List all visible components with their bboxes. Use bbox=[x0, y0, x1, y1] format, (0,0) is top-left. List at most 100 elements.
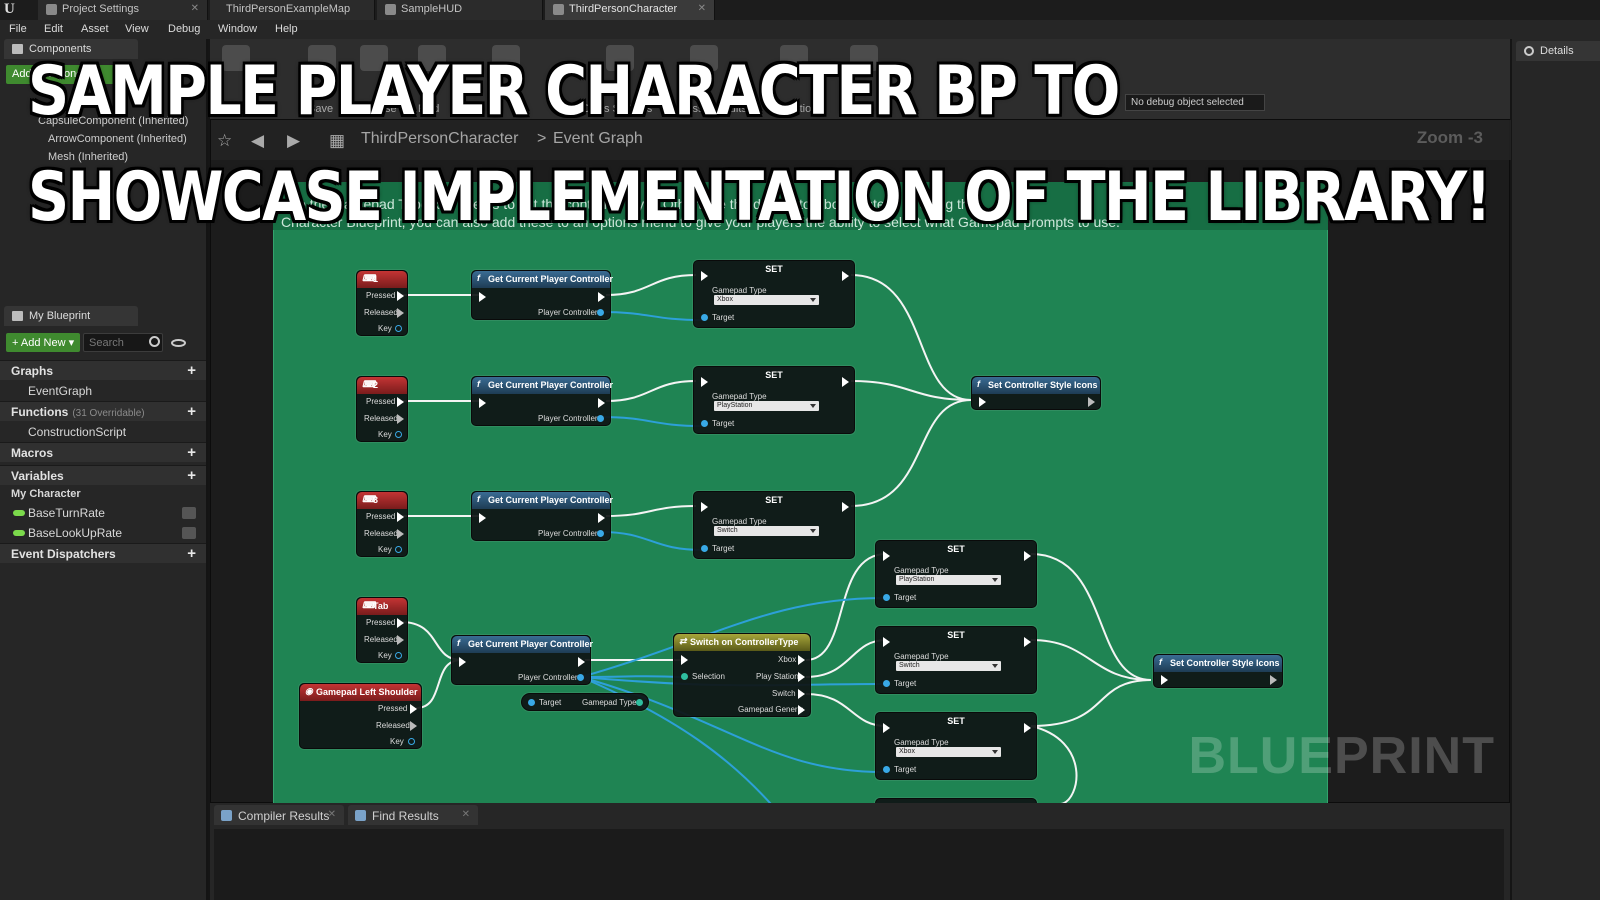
close-icon[interactable]: ✕ bbox=[697, 3, 706, 14]
event-graph-item[interactable]: EventGraph bbox=[28, 384, 93, 398]
exec-pin[interactable] bbox=[883, 551, 890, 561]
add-component-button[interactable]: Add Component bbox=[6, 65, 116, 84]
play-button[interactable] bbox=[850, 45, 878, 71]
node-gamepad-type-getter[interactable]: Target Gamepad Type bbox=[521, 693, 649, 711]
tree-item-capsule[interactable]: CapsuleComponent (Inherited) bbox=[38, 115, 189, 127]
exec-pin[interactable] bbox=[397, 308, 404, 318]
star-icon[interactable]: ☆ bbox=[217, 131, 233, 150]
forward-arrow-icon[interactable]: ▶ bbox=[287, 131, 301, 150]
exec-pin[interactable] bbox=[681, 655, 688, 665]
debug-object-select[interactable]: No debug object selected bbox=[1125, 94, 1265, 111]
save-button[interactable] bbox=[308, 45, 336, 71]
node-key-1[interactable]: ⌨1 Pressed Released Key bbox=[356, 270, 408, 336]
exec-pin[interactable] bbox=[459, 657, 466, 667]
node-gamepad-left-shoulder[interactable]: ◉Gamepad Left Shoulder Pressed Released … bbox=[299, 683, 422, 749]
add-variable-icon[interactable]: + bbox=[187, 467, 196, 484]
gamepad-type-dropdown[interactable]: Switch bbox=[714, 526, 819, 536]
search-input[interactable]: Search bbox=[83, 333, 163, 352]
exec-pin[interactable] bbox=[578, 657, 585, 667]
unreal-logo-icon[interactable]: U bbox=[4, 1, 15, 17]
data-pin[interactable] bbox=[395, 325, 402, 332]
exec-pin[interactable] bbox=[842, 377, 849, 387]
exec-pin[interactable] bbox=[701, 271, 708, 281]
exec-pin[interactable] bbox=[798, 672, 805, 682]
gamepad-type-dropdown[interactable]: PlayStation bbox=[896, 575, 1001, 585]
diff-button[interactable] bbox=[492, 45, 520, 71]
variable-baseturnrate[interactable]: BaseTurnRate bbox=[0, 503, 206, 523]
data-pin[interactable] bbox=[395, 652, 402, 659]
node-set-gamepad-type[interactable]: SET Gamepad Type PlayStation Target bbox=[693, 366, 855, 434]
tree-item-mesh[interactable]: Mesh (Inherited) bbox=[48, 151, 129, 163]
menu-help[interactable]: Help bbox=[275, 23, 298, 35]
exec-pin[interactable] bbox=[410, 704, 417, 714]
menu-edit[interactable]: Edit bbox=[44, 23, 63, 35]
exec-pin[interactable] bbox=[798, 689, 805, 699]
exec-pin[interactable] bbox=[479, 513, 486, 523]
node-key-tab[interactable]: ⌨Tab Pressed Released Key bbox=[356, 597, 408, 663]
exec-pin[interactable] bbox=[842, 271, 849, 281]
event-graph-canvas[interactable]: Use the Gamepad Type key events to set t… bbox=[210, 119, 1511, 808]
data-pin[interactable] bbox=[701, 545, 708, 552]
exec-pin[interactable] bbox=[397, 414, 404, 424]
menu-view[interactable]: View bbox=[125, 23, 149, 35]
node-switch-on-controllertype[interactable]: ⇄Switch on ControllerType Selection Xbox… bbox=[673, 633, 811, 717]
gamepad-type-dropdown[interactable]: Xbox bbox=[714, 295, 819, 305]
tab-samplehud[interactable]: SampleHUD bbox=[377, 0, 543, 20]
close-icon[interactable]: ✕ bbox=[327, 809, 336, 820]
data-pin[interactable] bbox=[701, 314, 708, 321]
exec-pin[interactable] bbox=[842, 502, 849, 512]
node-set-gamepad-type[interactable]: SET Gamepad Type PlayStation Target bbox=[875, 540, 1037, 608]
variable-baselookuprate[interactable]: BaseLookUpRate bbox=[0, 523, 206, 543]
menu-debug[interactable]: Debug bbox=[168, 23, 201, 35]
my-character-category[interactable]: My Character bbox=[11, 488, 81, 500]
exec-pin[interactable] bbox=[397, 618, 404, 628]
menu-asset[interactable]: Asset bbox=[81, 23, 109, 35]
close-icon[interactable]: ✕ bbox=[461, 809, 470, 820]
tab-thirdpersonexamplemap[interactable]: ThirdPersonExampleMap bbox=[210, 0, 375, 20]
exec-pin[interactable] bbox=[1270, 675, 1277, 685]
node-set-gamepad-type[interactable]: SET Gamepad Type Switch Target bbox=[875, 626, 1037, 694]
comment-header[interactable] bbox=[273, 182, 1328, 230]
my-blueprint-tab[interactable]: My Blueprint bbox=[4, 306, 138, 326]
exec-pin[interactable] bbox=[1161, 675, 1168, 685]
exec-pin[interactable] bbox=[598, 513, 605, 523]
data-pin[interactable] bbox=[577, 674, 584, 681]
gamepad-type-dropdown[interactable]: Switch bbox=[896, 661, 1001, 671]
exec-pin[interactable] bbox=[1024, 637, 1031, 647]
exec-pin[interactable] bbox=[397, 512, 404, 522]
data-pin[interactable] bbox=[395, 546, 402, 553]
exec-pin[interactable] bbox=[397, 529, 404, 539]
tab-compiler-results[interactable]: Compiler Results ✕ bbox=[214, 805, 344, 825]
graphs-section[interactable]: Graphs + bbox=[0, 360, 206, 380]
data-pin[interactable] bbox=[597, 415, 604, 422]
breadcrumb-root[interactable]: ThirdPersonCharacter bbox=[361, 130, 519, 147]
components-tab[interactable]: Components bbox=[4, 39, 138, 59]
exec-pin[interactable] bbox=[410, 721, 417, 731]
menu-file[interactable]: File bbox=[9, 23, 27, 35]
exec-pin[interactable] bbox=[883, 637, 890, 647]
gamepad-type-dropdown[interactable]: PlayStation bbox=[714, 401, 819, 411]
data-pin[interactable] bbox=[528, 699, 535, 706]
event-dispatchers-section[interactable]: Event Dispatchers + bbox=[0, 543, 206, 563]
visibility-icon[interactable] bbox=[182, 527, 196, 539]
tab-project-settings[interactable]: Project Settings ✕ bbox=[38, 0, 208, 20]
exec-pin[interactable] bbox=[598, 292, 605, 302]
data-pin[interactable] bbox=[395, 431, 402, 438]
back-arrow-icon[interactable]: ◀ bbox=[251, 131, 265, 150]
exec-pin[interactable] bbox=[979, 397, 986, 407]
variables-section[interactable]: Variables + bbox=[0, 465, 206, 485]
exec-pin[interactable] bbox=[479, 292, 486, 302]
exec-pin[interactable] bbox=[1024, 551, 1031, 561]
node-key-2[interactable]: ⌨2 Pressed Released Key bbox=[356, 376, 408, 442]
data-pin[interactable] bbox=[883, 766, 890, 773]
exec-pin[interactable] bbox=[397, 397, 404, 407]
details-tab[interactable]: Details bbox=[1516, 41, 1600, 61]
exec-pin[interactable] bbox=[701, 377, 708, 387]
tree-item-arrow[interactable]: ArrowComponent (Inherited) bbox=[48, 133, 187, 145]
construction-script-item[interactable]: ConstructionScript bbox=[28, 425, 127, 439]
exec-pin[interactable] bbox=[598, 398, 605, 408]
